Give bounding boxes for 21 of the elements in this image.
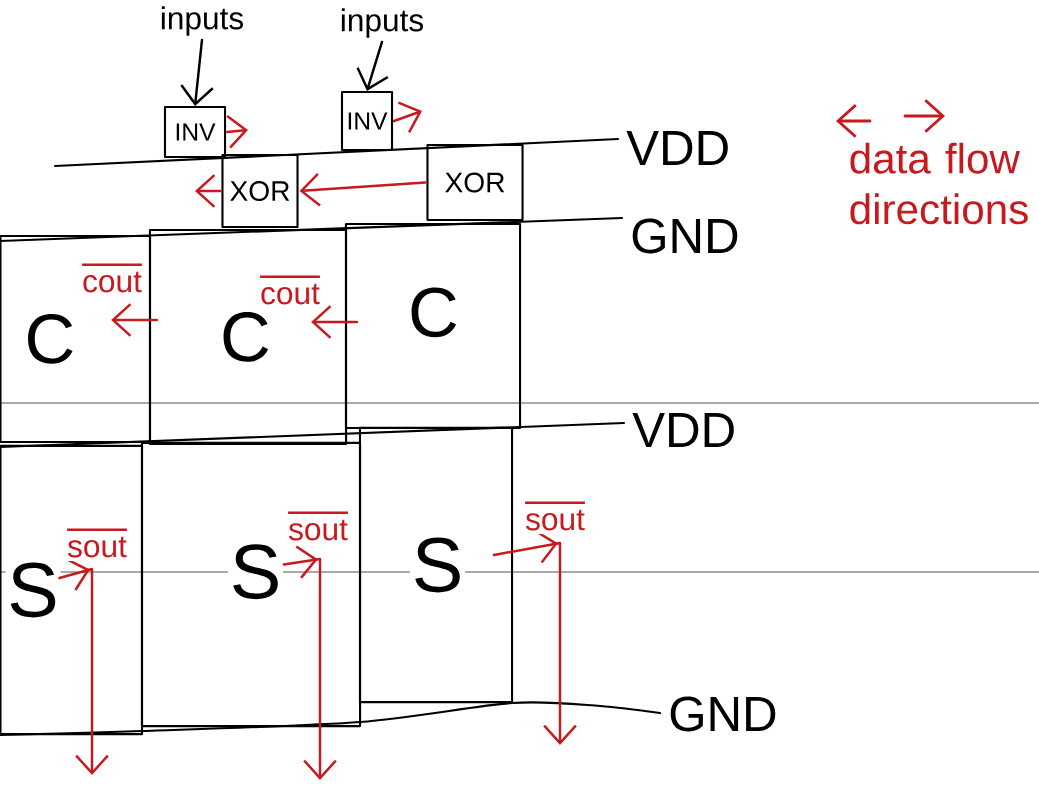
signal-label: inputs xyxy=(161,6,244,36)
gate-box: INV xyxy=(163,105,227,159)
legend-text: data flow directions xyxy=(850,142,1028,225)
cell-box: S xyxy=(358,426,514,704)
edge-label: sout xyxy=(284,508,352,544)
rail-label: GND xyxy=(632,218,738,254)
edge-label: sout xyxy=(63,525,131,561)
rail-label: VDD xyxy=(626,131,728,165)
arrow xyxy=(58,558,109,775)
gate-box: XOR xyxy=(426,143,524,222)
arrow xyxy=(282,545,337,780)
edge-label: cout xyxy=(78,260,146,296)
arrow xyxy=(299,173,427,207)
rail-label: VDD xyxy=(632,413,734,447)
signal-label: inputs xyxy=(341,8,424,38)
gate-box: INV xyxy=(340,90,394,152)
edge-label: sout xyxy=(521,498,589,534)
cell-box: C xyxy=(344,222,522,430)
edge-label: cout xyxy=(256,272,324,308)
gate-box: XOR xyxy=(221,153,299,229)
rail-label: GND xyxy=(670,696,776,732)
